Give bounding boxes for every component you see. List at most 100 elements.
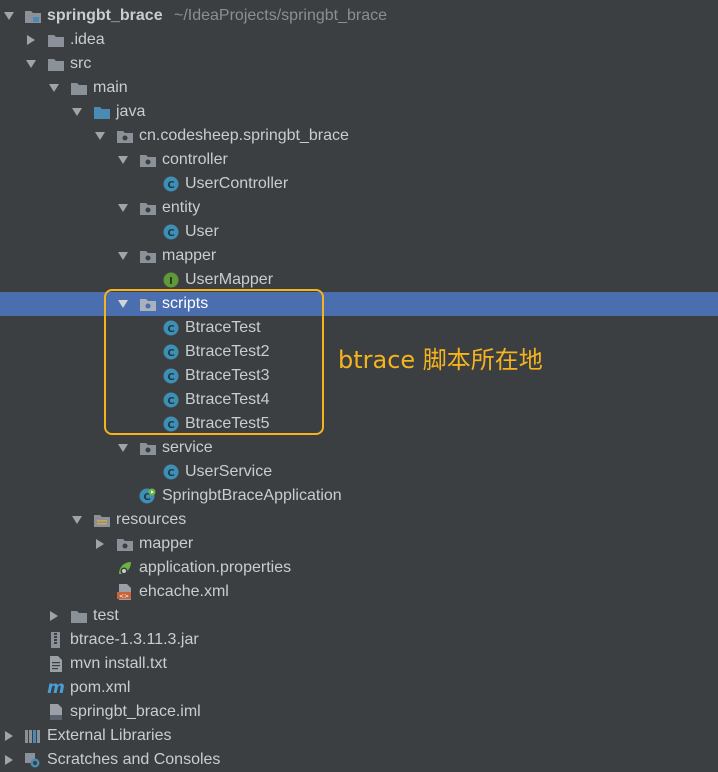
tree-row-btrace-test[interactable]: C BtraceTest — [0, 316, 718, 340]
tree-label: External Libraries — [47, 727, 172, 744]
tree-label: mapper — [162, 247, 217, 264]
expanded-arrow-icon[interactable] — [70, 100, 84, 124]
expanded-arrow-icon[interactable] — [70, 508, 84, 532]
expanded-arrow-icon[interactable] — [116, 292, 130, 316]
annotation-text: btrace 脚本所在地 — [338, 346, 543, 374]
class-icon: C — [162, 416, 180, 432]
collapsed-arrow-icon[interactable] — [93, 532, 107, 556]
tree-row-idea[interactable]: .idea — [0, 28, 718, 52]
class-icon: C — [162, 368, 180, 384]
tree-row-user[interactable]: C User — [0, 220, 718, 244]
spring-properties-icon — [116, 560, 134, 576]
collapsed-arrow-icon[interactable] — [47, 604, 61, 628]
tree-row-controller[interactable]: controller — [0, 148, 718, 172]
svg-text:C: C — [167, 180, 174, 191]
collapsed-arrow-icon[interactable] — [2, 724, 16, 748]
tree-row-resources-mapper[interactable]: mapper — [0, 532, 718, 556]
tree-row-resources[interactable]: resources — [0, 508, 718, 532]
package-icon — [139, 296, 157, 312]
tree-label: src — [70, 55, 92, 72]
tree-row-user-mapper[interactable]: I UserMapper — [0, 268, 718, 292]
tree-label: .idea — [70, 31, 105, 48]
tree-label: btrace-1.3.11.3.jar — [70, 631, 199, 648]
tree-row-btrace-test5[interactable]: C BtraceTest5 — [0, 412, 718, 436]
tree-row-scratches[interactable]: Scratches and Consoles — [0, 748, 718, 772]
expanded-arrow-icon[interactable] — [116, 196, 130, 220]
expanded-arrow-icon[interactable] — [2, 4, 16, 28]
source-folder-icon — [93, 104, 111, 120]
tree-row-java[interactable]: java — [0, 100, 718, 124]
expanded-arrow-icon[interactable] — [93, 124, 107, 148]
svg-text:C: C — [167, 228, 174, 239]
project-tree: springbt_brace ~/IdeaProjects/springbt_b… — [0, 4, 718, 772]
expanded-arrow-icon[interactable] — [116, 244, 130, 268]
tree-row-mapper[interactable]: mapper — [0, 244, 718, 268]
tree-label: service — [162, 439, 213, 456]
tree-row-entity[interactable]: entity — [0, 196, 718, 220]
package-icon — [116, 536, 134, 552]
tree-row-test[interactable]: test — [0, 604, 718, 628]
class-icon: C — [162, 344, 180, 360]
package-icon — [139, 248, 157, 264]
tree-label: BtraceTest3 — [185, 367, 270, 384]
tree-label: UserController — [185, 175, 289, 192]
tree-label: ehcache.xml — [139, 583, 229, 600]
collapsed-arrow-icon[interactable] — [24, 28, 38, 52]
tree-row-project-root[interactable]: springbt_brace ~/IdeaProjects/springbt_b… — [0, 4, 718, 28]
tree-row-main[interactable]: main — [0, 76, 718, 100]
class-icon: C — [162, 464, 180, 480]
tree-label: Scratches and Consoles — [47, 751, 221, 768]
tree-row-user-controller[interactable]: C UserController — [0, 172, 718, 196]
xml-file-icon: <> — [116, 584, 134, 600]
class-icon: C — [162, 392, 180, 408]
scratches-icon — [24, 752, 42, 768]
tree-row-user-service[interactable]: C UserService — [0, 460, 718, 484]
tree-row-btrace-test3[interactable]: C BtraceTest3 — [0, 364, 718, 388]
tree-label: UserService — [185, 463, 273, 480]
package-icon — [139, 152, 157, 168]
tree-label: User — [185, 223, 219, 240]
expanded-arrow-icon[interactable] — [24, 52, 38, 76]
text-file-icon — [47, 656, 65, 672]
tree-row-src[interactable]: src — [0, 52, 718, 76]
tree-row-ehcache[interactable]: <> ehcache.xml — [0, 580, 718, 604]
svg-text:C: C — [167, 468, 174, 479]
tree-row-mvn-install[interactable]: mvn install.txt — [0, 652, 718, 676]
svg-text:m: m — [47, 680, 65, 696]
tree-row-application[interactable]: C SpringbtBraceApplication — [0, 484, 718, 508]
tree-label: springbt_brace.iml — [70, 703, 201, 720]
package-icon — [139, 200, 157, 216]
module-folder-icon — [24, 8, 42, 24]
tree-row-jar[interactable]: btrace-1.3.11.3.jar — [0, 628, 718, 652]
expanded-arrow-icon[interactable] — [47, 76, 61, 100]
tree-row-external-libraries[interactable]: External Libraries — [0, 724, 718, 748]
tree-row-service[interactable]: service — [0, 436, 718, 460]
jar-file-icon — [47, 632, 65, 648]
tree-label: main — [93, 79, 128, 96]
tree-row-btrace-test2[interactable]: C BtraceTest2 — [0, 340, 718, 364]
collapsed-arrow-icon[interactable] — [2, 748, 16, 772]
tree-row-btrace-test4[interactable]: C BtraceTest4 — [0, 388, 718, 412]
tree-label: test — [93, 607, 119, 624]
maven-icon: m — [47, 680, 65, 696]
tree-label: controller — [162, 151, 228, 168]
tree-label: BtraceTest — [185, 319, 261, 336]
project-path: ~/IdeaProjects/springbt_brace — [174, 7, 388, 24]
tree-label: UserMapper — [185, 271, 274, 288]
tree-label: java — [116, 103, 146, 120]
svg-text:C: C — [167, 420, 174, 431]
svg-text:<>: <> — [119, 593, 129, 600]
folder-icon — [70, 608, 88, 624]
tree-row-iml[interactable]: springbt_brace.iml — [0, 700, 718, 724]
tree-row-package[interactable]: cn.codesheep.springbt_brace — [0, 124, 718, 148]
svg-text:C: C — [167, 372, 174, 383]
class-icon: C — [162, 224, 180, 240]
tree-row-pom[interactable]: m pom.xml — [0, 676, 718, 700]
libraries-icon — [24, 728, 42, 744]
tree-row-scripts[interactable]: scripts — [0, 292, 718, 316]
tree-row-application-properties[interactable]: application.properties — [0, 556, 718, 580]
tree-label: application.properties — [139, 559, 292, 576]
expanded-arrow-icon[interactable] — [116, 148, 130, 172]
expanded-arrow-icon[interactable] — [116, 436, 130, 460]
tree-label: resources — [116, 511, 187, 528]
